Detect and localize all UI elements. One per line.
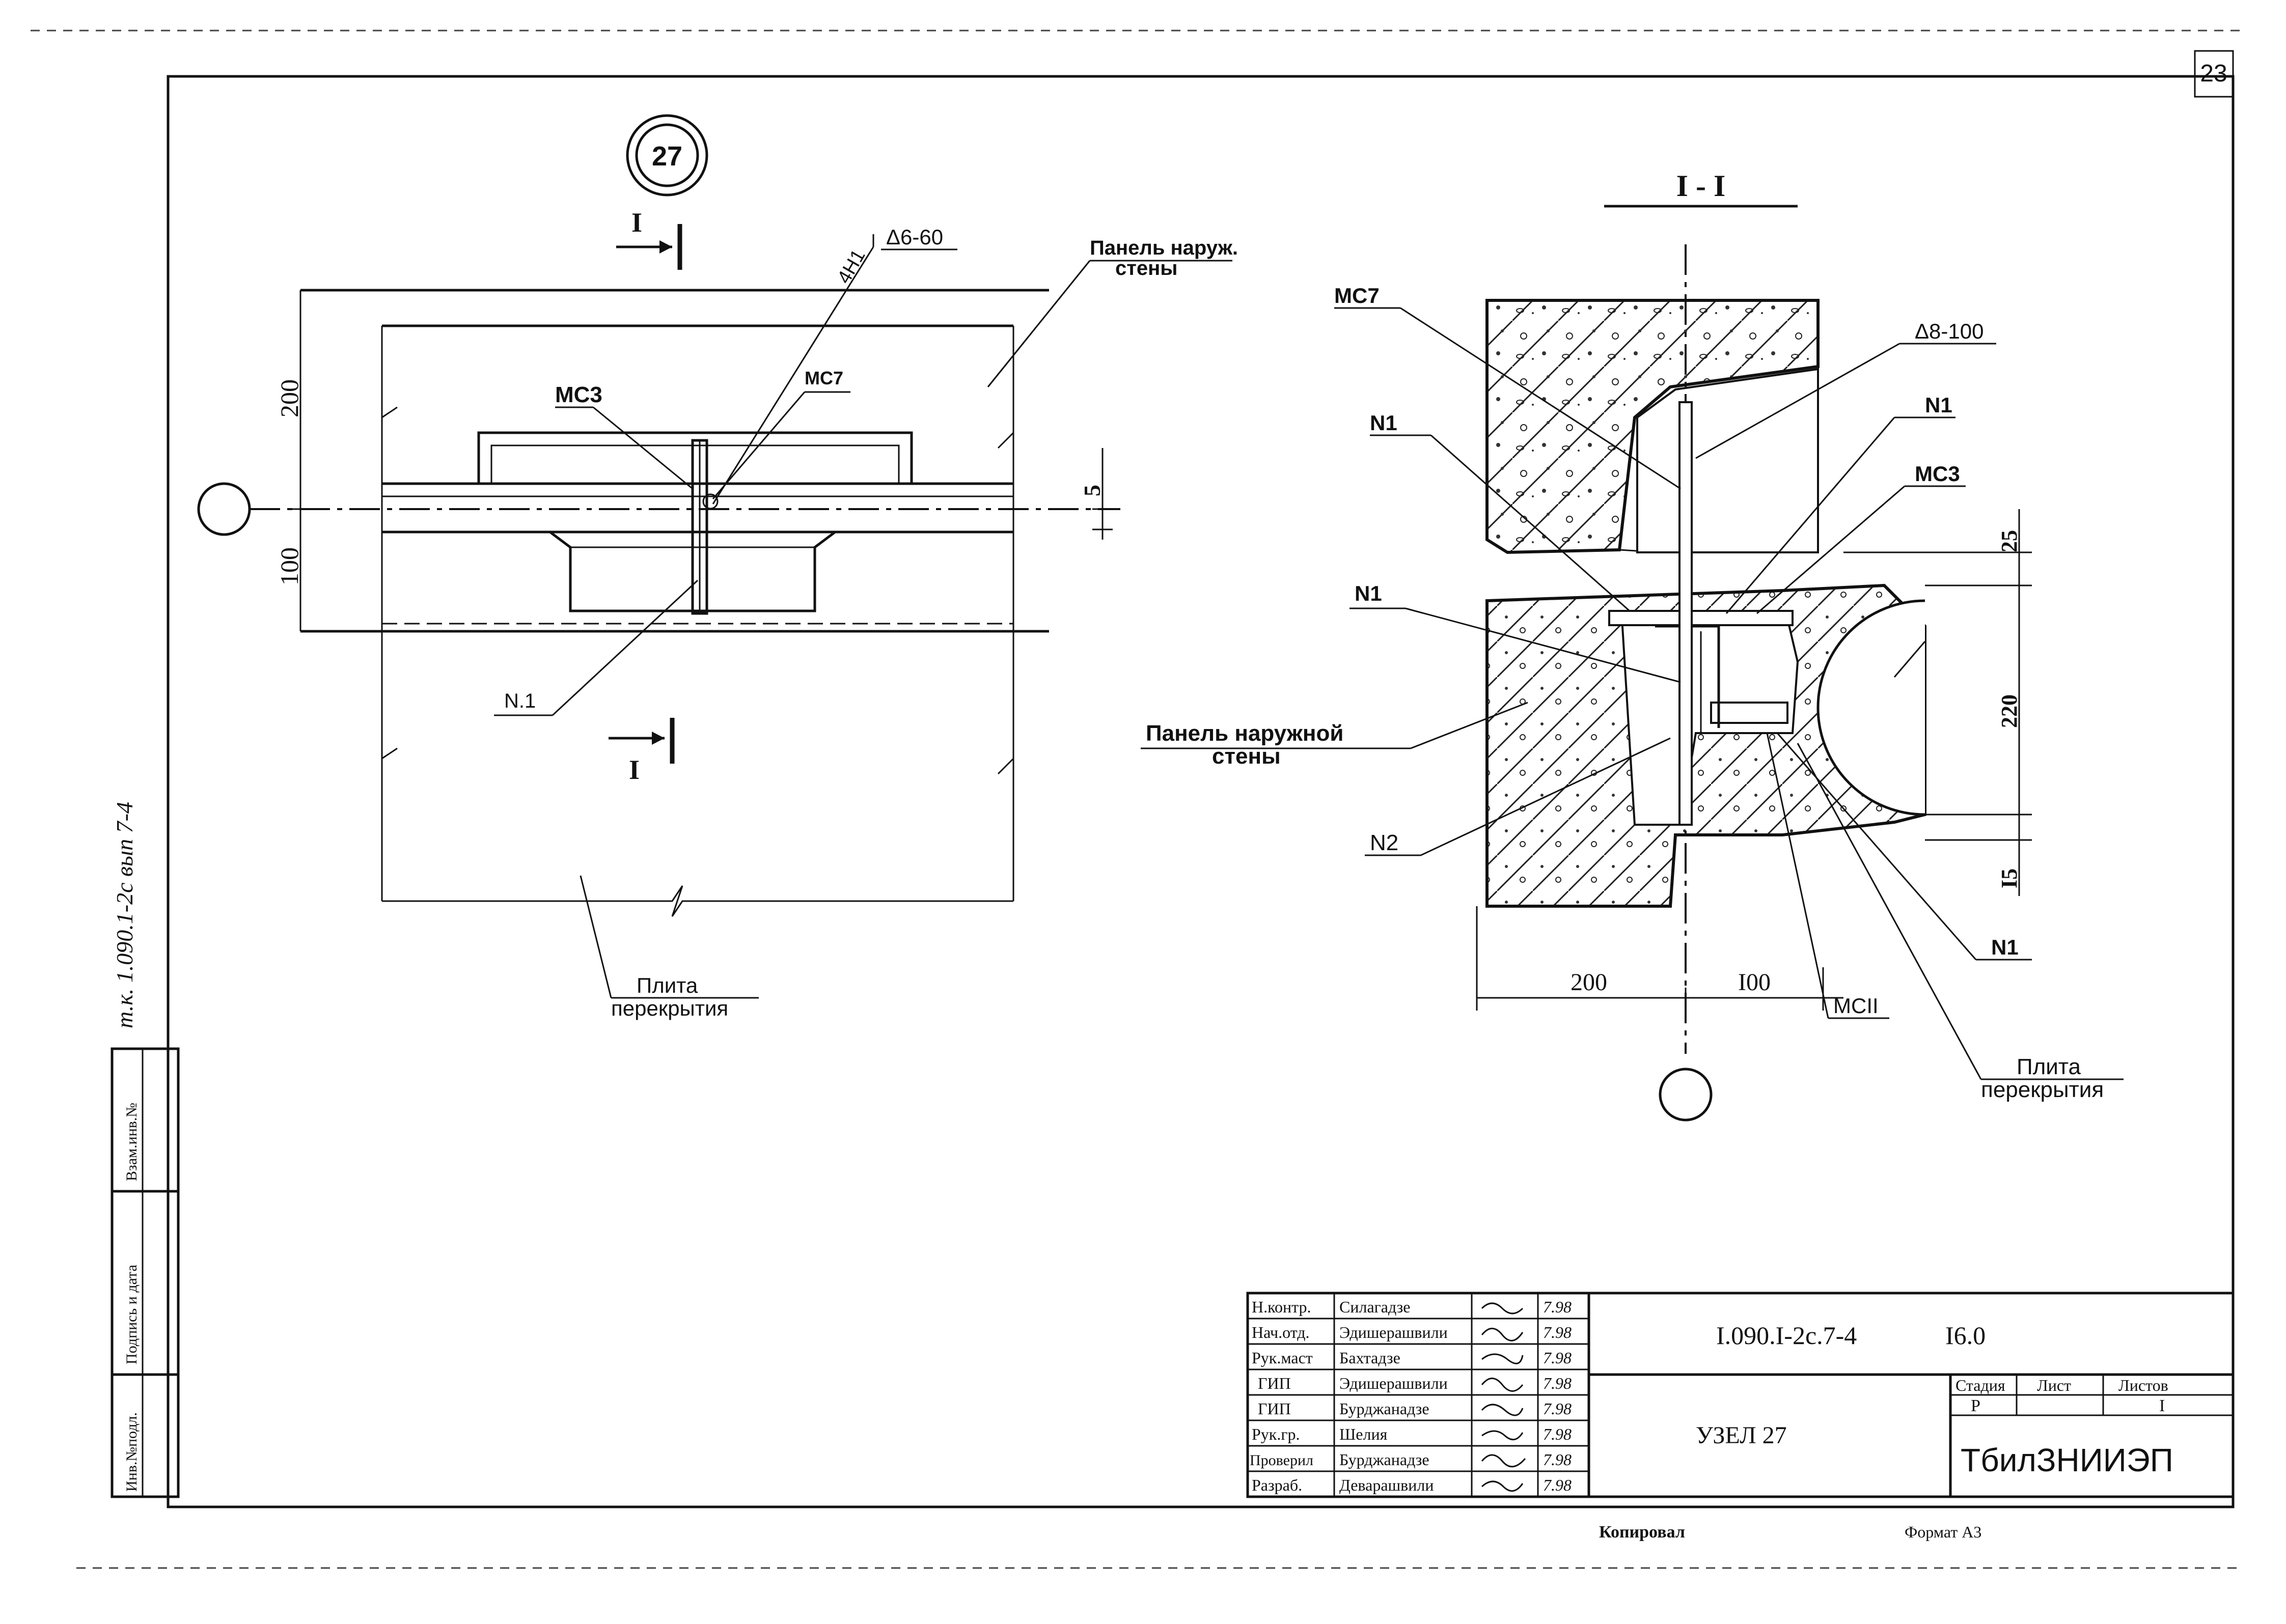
label-n1-bottom-right: N1 — [1991, 935, 2019, 959]
row-name: Эдишерашвили — [1339, 1323, 1448, 1341]
dim-220: 220 — [1997, 694, 2022, 728]
footer-copied: Копировал — [1599, 1523, 1685, 1542]
label-mc11: МСII — [1833, 994, 1879, 1018]
row-role: Рук.маст — [1252, 1349, 1313, 1367]
section-mark-bottom: I — [629, 754, 640, 785]
row-date: 7.98 — [1543, 1374, 1572, 1392]
row-date: 7.98 — [1543, 1425, 1572, 1443]
node-number: 27 — [652, 141, 682, 172]
label-n2: N2 — [1370, 830, 1398, 855]
label-slab-right-1: Плита — [2017, 1054, 2081, 1079]
row-role: Проверил — [1250, 1452, 1313, 1469]
drawing-title: УЗЕЛ 27 — [1696, 1422, 1787, 1449]
section-title: I - I — [1676, 169, 1726, 203]
label-weld-left: Δ6-60 — [886, 225, 943, 249]
label-slab-right-2: перекрытия — [1981, 1077, 2104, 1102]
section-view: I - I 25 220 I5 200 I — [1141, 169, 2124, 1122]
row-name: Эдишерашвили — [1339, 1374, 1448, 1392]
sheet-number: 23 — [2200, 60, 2227, 87]
label-slab-left-1: Плита — [637, 973, 698, 997]
sheets-header: Листов — [2118, 1376, 2168, 1394]
section-mark-top: I — [631, 207, 642, 238]
row-name: Деварашвили — [1339, 1476, 1434, 1494]
row-role: ГИП — [1258, 1374, 1291, 1392]
row-role: Рук.гр. — [1252, 1425, 1300, 1443]
title-row: Н.контр. Силагадзе 7.98 — [1252, 1298, 1572, 1316]
label-mc7-right: МС7 — [1334, 284, 1380, 307]
label-mc3-left: МС3 — [555, 382, 602, 407]
dim-100-right: I00 — [1738, 969, 1771, 996]
title-row: ГИП Бурджанадзе 7.98 — [1258, 1399, 1572, 1418]
row-date: 7.98 — [1543, 1399, 1572, 1418]
label-n1-left-upper: N1 — [1370, 411, 1397, 435]
left-view: I I 200 — [197, 207, 1238, 1020]
row-date: 7.98 — [1543, 1349, 1572, 1367]
axis-marker-left — [197, 482, 251, 536]
row-role: Нач.отд. — [1252, 1323, 1310, 1341]
axis-marker-right — [1659, 1068, 1713, 1122]
label-n1-left: N.1 — [504, 690, 536, 712]
sheets-value: I — [2159, 1396, 2165, 1415]
sheet-number-box — [2194, 50, 2234, 98]
row-date: 7.98 — [1543, 1323, 1572, 1341]
dim-100: 100 — [275, 547, 304, 585]
title-row: Нач.отд. Эдишерашвили 7.98 — [1252, 1323, 1572, 1341]
margin-box: Инв.№подл. Подпись и дата Взам.инв.№ — [111, 1047, 180, 1498]
title-row: Проверил Бурджанадзе 7.98 — [1250, 1450, 1572, 1469]
row-name: Бурджанадзе — [1339, 1399, 1429, 1418]
margin-col1: Инв.№подл. — [123, 1412, 140, 1492]
label-weld-right: Δ8-100 — [1915, 319, 1984, 343]
sheet-header: Лист — [2037, 1376, 2071, 1394]
label-slab-left-2: перекрытия — [611, 996, 728, 1020]
row-name: Бахтадзе — [1339, 1349, 1400, 1367]
dim-200-right: 200 — [1571, 969, 1607, 996]
label-panel-right-1: Панель наружной — [1146, 721, 1343, 746]
dim-15: I5 — [1997, 869, 2022, 888]
organization: ТбилЗНИИЭП — [1961, 1442, 2173, 1478]
node-marker: 27 — [626, 114, 708, 197]
margin-col2: Подпись и дата — [123, 1265, 140, 1364]
margin-col3: Взам.инв.№ — [123, 1103, 140, 1181]
outer-border — [167, 75, 2235, 1508]
row-role: Н.контр. — [1252, 1298, 1311, 1316]
doc-code: I.090.I-2с.7-4 — [1716, 1321, 1857, 1350]
stage-value: Р — [1971, 1396, 1980, 1415]
label-n1-left-lower: N1 — [1355, 581, 1382, 605]
title-row: Рук.маст Бахтадзе 7.98 — [1252, 1349, 1572, 1367]
title-row: Рук.гр. Шелия 7.98 — [1252, 1425, 1572, 1443]
row-date: 7.98 — [1543, 1298, 1572, 1316]
row-role: Разраб. — [1252, 1476, 1302, 1494]
row-role: ГИП — [1258, 1399, 1291, 1418]
row-name: Шелия — [1339, 1425, 1388, 1443]
dim-25: 25 — [1997, 530, 2022, 552]
dim-200: 200 — [275, 379, 304, 417]
row-date: 7.98 — [1543, 1450, 1572, 1469]
title-block: Н.контр. Силагадзе 7.98 Нач.отд. Эдишера… — [1246, 1292, 2235, 1498]
doc-code-suffix: I6.0 — [1945, 1321, 1986, 1350]
title-row: ГИП Эдишерашвили 7.98 — [1258, 1374, 1572, 1392]
label-panel-left-1: Панель наруж. — [1090, 237, 1238, 259]
side-stamp: т.к. 1.090.1-2с вып 7-4 — [112, 802, 137, 1028]
label-panel-right-2: стены — [1212, 744, 1281, 769]
title-row: Разраб. Деварашвили 7.98 — [1252, 1476, 1572, 1494]
label-n1-top-right: N1 — [1925, 393, 1952, 417]
row-name: Силагадзе — [1339, 1298, 1410, 1316]
label-mc7-left: МС7 — [805, 368, 843, 388]
row-date: 7.98 — [1543, 1476, 1572, 1494]
dim-5: 5 — [1079, 485, 1105, 496]
label-mc3-right: МС3 — [1915, 462, 1960, 486]
row-name: Бурджанадзе — [1339, 1450, 1429, 1469]
stage-header: Стадия — [1956, 1376, 2005, 1394]
footer-format: Формат А3 — [1905, 1523, 1981, 1541]
